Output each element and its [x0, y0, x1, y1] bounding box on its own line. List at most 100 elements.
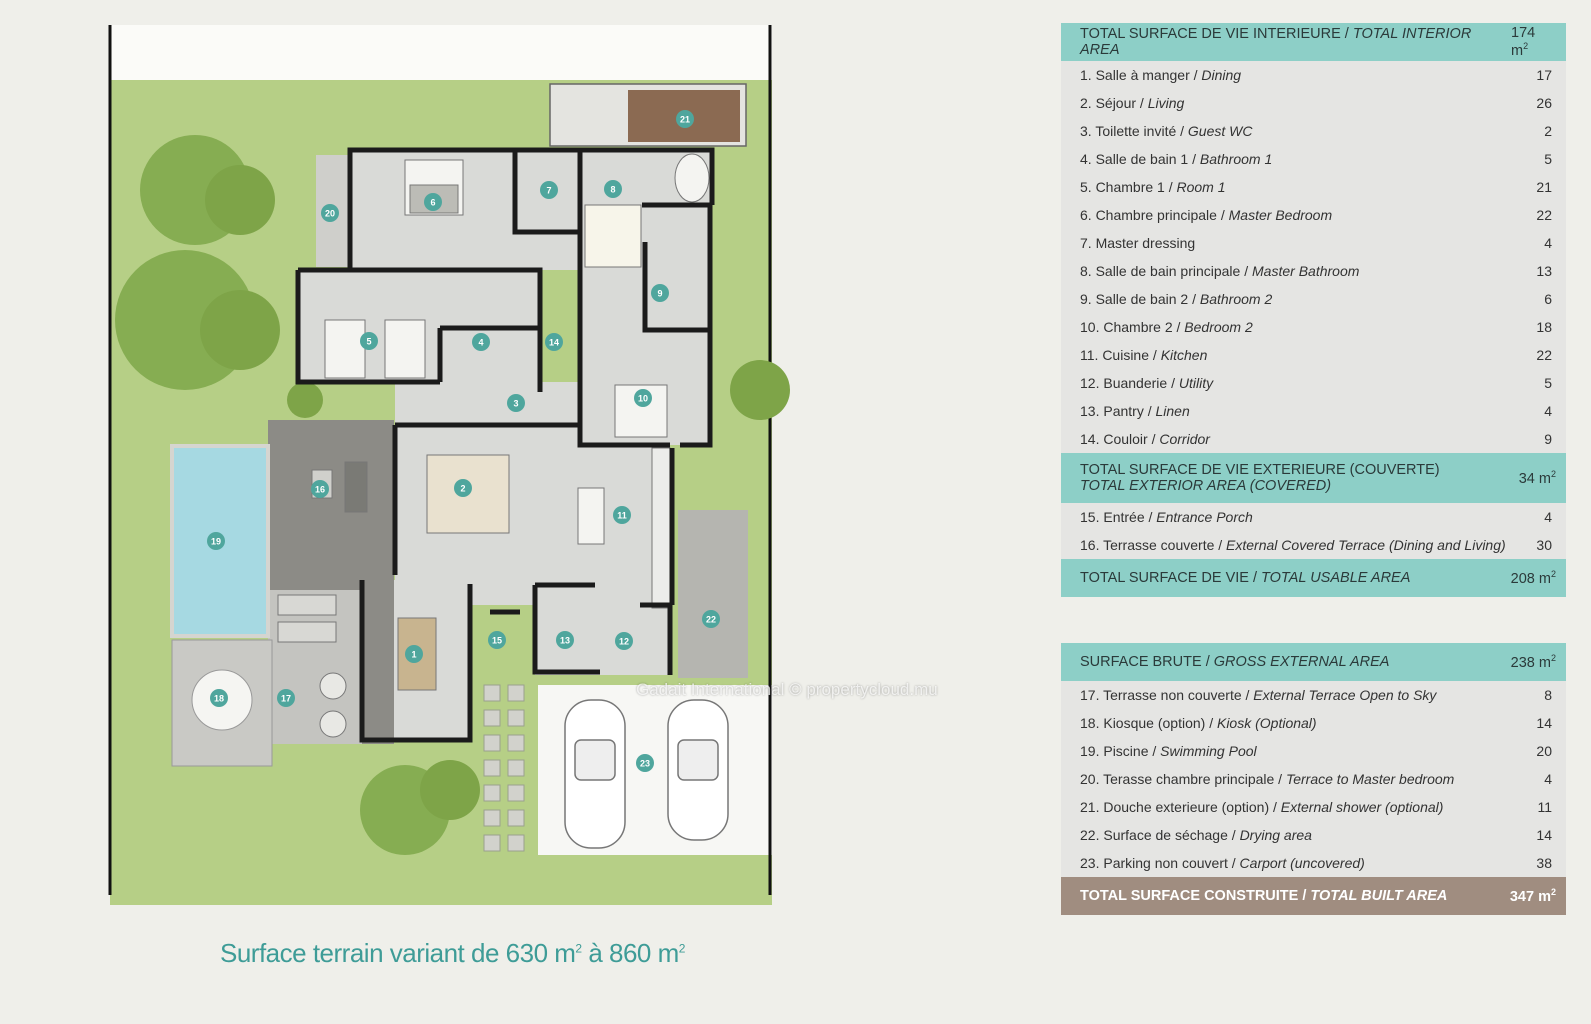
- separator: /: [1340, 26, 1353, 42]
- area-row-label-en: Corridor: [1159, 431, 1210, 447]
- area-row-value: 38: [1536, 855, 1552, 871]
- tree: [200, 290, 280, 370]
- area-row-value: 13: [1536, 263, 1552, 279]
- area-row-label: 21. Douche exterieure (option) / Externa…: [1080, 799, 1443, 815]
- separator: /: [1188, 151, 1200, 167]
- separator: /: [1164, 179, 1177, 195]
- built-label-fr: TOTAL SURFACE CONSTRUITE: [1080, 888, 1299, 904]
- area-row-label-en: Drying area: [1239, 827, 1312, 843]
- separator: /: [1144, 509, 1157, 525]
- room-marker-circle: [634, 389, 652, 407]
- area-row-label-en: Kiosk (Optional): [1216, 715, 1317, 731]
- area-row-label-fr: 16. Terrasse couverte: [1080, 537, 1215, 553]
- bed-room2: [614, 384, 668, 438]
- area-row-label-fr: 18. Kiosque (option): [1080, 715, 1206, 731]
- area-row-label-en: External shower (optional): [1280, 799, 1444, 815]
- sunbed: [277, 621, 337, 643]
- area-row-label: 3. Toilette invité / Guest WC: [1080, 123, 1253, 139]
- area-row-label-en: Entrance Porch: [1156, 509, 1253, 525]
- gross-rows: 17. Terrasse non couverte / External Ter…: [1061, 681, 1566, 877]
- room-marker: 3: [507, 394, 525, 412]
- area-row: 13. Pantry / Linen 4: [1061, 397, 1566, 425]
- room-marker-circle: [321, 204, 339, 222]
- room-marker: 13: [556, 631, 574, 649]
- room-marker-circle: [507, 394, 525, 412]
- room-marker-circle: [545, 333, 563, 351]
- separator: /: [1201, 654, 1214, 670]
- gross-area-table: SURFACE BRUTE / GROSS EXTERNAL AREA 238 …: [1061, 643, 1566, 915]
- room-marker-circle: [613, 506, 631, 524]
- bed-room1-b: [384, 319, 426, 379]
- area-row-label: 20. Terasse chambre principale / Terrace…: [1080, 771, 1454, 787]
- area-row-label-en: Linen: [1155, 403, 1190, 419]
- area-row-value: 4: [1544, 403, 1552, 419]
- exterior-total-value: 34 m2: [1519, 469, 1556, 487]
- area-row-label: 12. Buanderie / Utility: [1080, 375, 1213, 391]
- room-marker: 9: [651, 284, 669, 302]
- area-row-value: 5: [1544, 375, 1552, 391]
- area-row-label-fr: 2. Séjour: [1080, 95, 1137, 111]
- room-marker-number: 20: [325, 209, 335, 219]
- area-row-label: 16. Terrasse couverte / External Covered…: [1080, 537, 1506, 553]
- room-marker: 18: [210, 689, 228, 707]
- area-row-label: 13. Pantry / Linen: [1080, 403, 1190, 419]
- open-terrace: [268, 590, 362, 744]
- room-marker-circle: [360, 332, 378, 350]
- tree: [420, 760, 480, 820]
- separator: /: [1136, 95, 1148, 111]
- area-row-label: 18. Kiosque (option) / Kiosk (Optional): [1080, 715, 1317, 731]
- area-row-label-fr: 19. Piscine: [1080, 743, 1149, 759]
- interior-header-en: TOTAL INTERIOR AREA: [1080, 26, 1472, 58]
- room-marker: 12: [615, 632, 633, 650]
- room-marker-circle: [615, 632, 633, 650]
- area-row-label-en: Kitchen: [1160, 347, 1208, 363]
- area-row-label-fr: 1. Salle à manger: [1080, 67, 1190, 83]
- usable-header-fr: TOTAL SURFACE DE VIE: [1080, 570, 1249, 586]
- room-marker-circle: [277, 689, 295, 707]
- room-marker-circle: [405, 645, 423, 663]
- area-row-label-en: Living: [1147, 95, 1185, 111]
- kiosk: [171, 639, 273, 767]
- room-marker: 5: [360, 332, 378, 350]
- area-row-value: 8: [1544, 687, 1552, 703]
- gross-header-fr: SURFACE BRUTE: [1080, 654, 1202, 670]
- bed-room1-a: [324, 319, 366, 379]
- area-row-label-en: Utility: [1178, 375, 1214, 391]
- room-marker-number: 1: [411, 650, 416, 660]
- unit-sup: 2: [1550, 653, 1556, 664]
- room-marker-number: 8: [610, 185, 615, 195]
- area-row-label-fr: 22. Surface de séchage: [1080, 827, 1228, 843]
- area-row-value: 5: [1544, 151, 1552, 167]
- separator: /: [1240, 263, 1253, 279]
- area-row-value: 17: [1536, 67, 1552, 83]
- separator: /: [1149, 347, 1161, 363]
- separator: /: [1188, 291, 1200, 307]
- room-marker-number: 12: [619, 637, 629, 647]
- room-marker: 11: [613, 506, 631, 524]
- separator: /: [1216, 207, 1229, 223]
- separator: /: [1148, 743, 1161, 759]
- lounge-chair: [319, 710, 347, 738]
- area-row-label-fr: 4. Salle de bain 1: [1080, 151, 1189, 167]
- area-row-value: 30: [1536, 537, 1552, 553]
- unit-sup: 2: [1550, 569, 1556, 580]
- room-marker-circle: [454, 479, 472, 497]
- area-row-value: 14: [1536, 827, 1552, 843]
- room-marker: 15: [488, 631, 506, 649]
- car-left: [564, 699, 626, 849]
- area-row-label: 2. Séjour / Living: [1080, 95, 1184, 111]
- separator: /: [1241, 687, 1254, 703]
- area-row-label-en: Bathroom 1: [1199, 151, 1273, 167]
- room-marker: 2: [454, 479, 472, 497]
- furniture: [277, 153, 710, 738]
- separator: /: [1274, 771, 1286, 787]
- area-row-value: 2: [1544, 123, 1552, 139]
